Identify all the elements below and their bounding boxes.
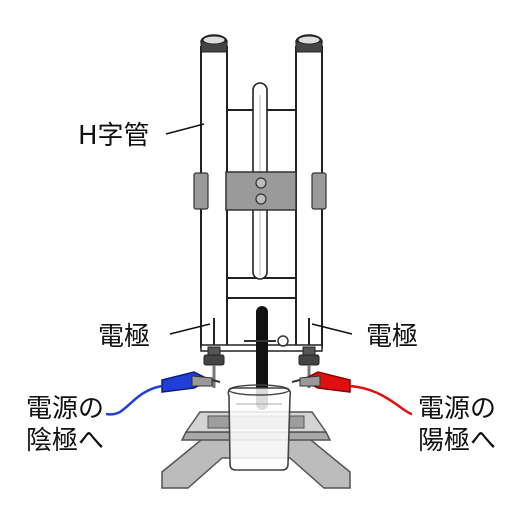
anode-wire xyxy=(349,384,413,416)
left-tube xyxy=(193,34,228,348)
anode-label-line1: 電源の xyxy=(418,394,496,424)
cathode-label-line1: 電源の xyxy=(26,394,104,424)
left-electrode-leader xyxy=(169,323,211,335)
anode-clip xyxy=(291,371,351,393)
left-electrode-label: 電極 xyxy=(98,322,150,352)
h-tube-label: H字管 xyxy=(78,121,150,151)
left-electrode xyxy=(203,318,225,388)
cathode-clip xyxy=(161,371,221,393)
right-electrode-label: 電極 xyxy=(366,322,418,352)
beaker xyxy=(227,384,292,471)
cathode-wire xyxy=(105,384,163,416)
right-tube xyxy=(295,34,327,348)
anode-label-line2: 陽極へ xyxy=(418,426,496,456)
right-electrode-leader xyxy=(311,323,353,335)
cathode-label-line2: 陰極へ xyxy=(26,426,104,456)
h-tube-leader xyxy=(165,123,205,135)
